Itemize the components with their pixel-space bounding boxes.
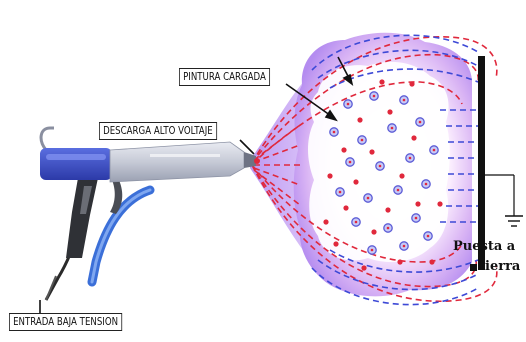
particle-core bbox=[391, 127, 394, 130]
particle-core bbox=[367, 197, 370, 200]
charge-dot bbox=[357, 117, 362, 122]
charge-dot bbox=[353, 179, 358, 184]
charge-dot bbox=[371, 229, 376, 234]
particle-core bbox=[387, 227, 390, 230]
particle-core bbox=[403, 99, 406, 102]
charge-dot bbox=[379, 79, 384, 84]
charge-dot bbox=[341, 147, 346, 152]
ground-label-line1: Puesta a bbox=[453, 239, 515, 254]
ground-label-line2: tierra bbox=[479, 259, 520, 274]
particle-core bbox=[433, 149, 436, 152]
charge-dot bbox=[399, 173, 404, 178]
gun-barrel bbox=[110, 142, 244, 182]
particle-core bbox=[427, 235, 430, 238]
particle-core bbox=[379, 165, 382, 168]
charged-paint-label: PINTURA CARGADA bbox=[179, 68, 270, 86]
charge-dot bbox=[397, 259, 402, 264]
ground-symbol-icon bbox=[505, 216, 523, 226]
particle-core bbox=[409, 157, 412, 160]
gun-hook bbox=[41, 128, 54, 150]
paint-spray-cloud bbox=[250, 33, 472, 297]
particle-core bbox=[403, 245, 406, 248]
ground-plate bbox=[478, 56, 514, 270]
charge-dot bbox=[361, 265, 366, 270]
charge-dot bbox=[333, 241, 338, 246]
particle-core bbox=[361, 139, 364, 142]
particle-core bbox=[339, 191, 342, 194]
charge-dot bbox=[437, 201, 442, 206]
particle-core bbox=[419, 121, 422, 124]
particle-core bbox=[397, 189, 400, 192]
low-voltage-input-label: ENTRADA BAJA TENSION bbox=[9, 313, 122, 331]
charge-dot bbox=[415, 201, 420, 206]
charge-dot bbox=[327, 173, 332, 178]
high-voltage-discharge-label: DESCARGA ALTO VOLTAJE bbox=[99, 122, 217, 140]
ground-bullet-icon bbox=[470, 264, 477, 271]
spray-gun bbox=[40, 128, 260, 300]
charge-dot bbox=[343, 205, 348, 210]
charge-dot bbox=[387, 109, 392, 114]
particle-core bbox=[425, 183, 428, 186]
charge-dot bbox=[411, 135, 416, 140]
particle-core bbox=[355, 221, 358, 224]
charge-dot bbox=[385, 207, 390, 212]
charge-dot bbox=[369, 149, 374, 154]
particle-core bbox=[415, 217, 418, 220]
charge-dot bbox=[409, 81, 414, 86]
charge-dot bbox=[429, 259, 434, 264]
particle-core bbox=[373, 95, 376, 98]
charge-dot bbox=[323, 219, 328, 224]
particle-core bbox=[333, 131, 336, 134]
particle-core bbox=[347, 103, 350, 106]
gun-rear-body bbox=[40, 148, 112, 180]
particle-core bbox=[371, 249, 374, 252]
gun-handle bbox=[66, 178, 98, 258]
particle-core bbox=[349, 161, 352, 164]
